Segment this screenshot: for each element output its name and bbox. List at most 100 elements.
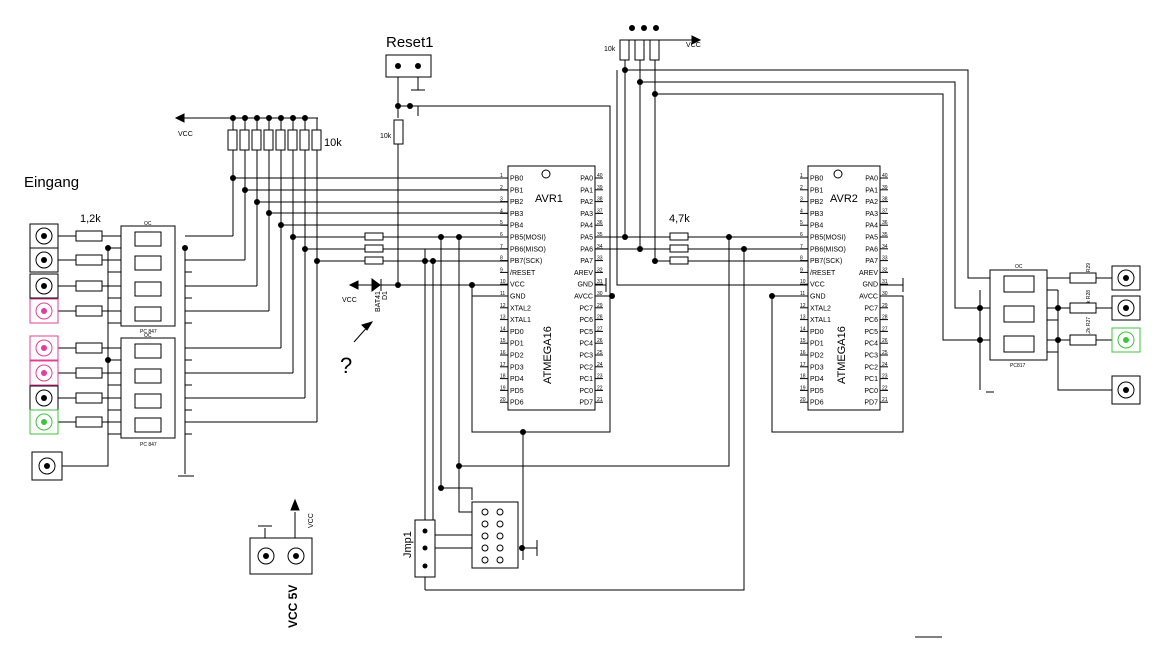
left-pin-label: PB4 [510, 223, 523, 230]
right-pin-label: PA4 [865, 223, 878, 230]
top-pullup-resistor-label: 10k [604, 46, 616, 53]
left-pin-number: 19 [800, 385, 806, 391]
left-pin-label: PB2 [510, 199, 523, 206]
left-pin-label: PB7(SCK) [510, 258, 542, 265]
right-pin-number: 30 [882, 291, 888, 297]
resistors [75, 39, 1097, 428]
avr1-body [507, 165, 596, 411]
gnd-terminal-right [1111, 375, 1141, 405]
right-pin-label: PA3 [580, 211, 593, 218]
right-pin-label: PC7 [864, 305, 878, 312]
diode-name-label: D1 [382, 291, 389, 300]
right-pin-number: 24 [597, 362, 603, 368]
right-pin-label: GND [577, 282, 593, 289]
right-pin-label: PA7 [865, 258, 878, 265]
left-pin-label: GND [510, 294, 526, 301]
vcc-left-label: VCC [178, 131, 193, 138]
left-pin-number: 17 [500, 362, 506, 368]
left-pin-number: 13 [800, 315, 806, 321]
right-pin-number: 24 [882, 362, 888, 368]
left-pin-label: PB5(MOSI) [510, 235, 546, 242]
left-pin-number: 20 [800, 397, 806, 403]
left-pin-label: /RESET [510, 270, 536, 277]
screw-terminal [29, 247, 59, 273]
left-pin-number: 15 [500, 338, 506, 344]
right-pin-label: PC0 [864, 388, 878, 395]
right-pin-label: PC6 [864, 317, 878, 324]
screw-terminal [29, 385, 59, 411]
right-pin-number: 32 [597, 267, 603, 273]
question-mark: ? [340, 353, 352, 378]
left-pin-number: 2 [800, 185, 803, 191]
screw-terminal [29, 273, 59, 299]
right-pin-label: PD7 [864, 400, 878, 407]
right-pin-number: 22 [597, 385, 603, 391]
right-pin-label: PA1 [580, 187, 593, 194]
left-pin-label: PB7(SCK) [810, 258, 842, 265]
left-pin-number: 7 [500, 244, 503, 250]
right-pin-number: 32 [882, 267, 888, 273]
spi-resistor-label: 4,7k [669, 213, 690, 225]
right-pin-label: PA2 [580, 199, 593, 206]
right-pin-number: 34 [597, 244, 603, 250]
right-pin-number: 36 [882, 220, 888, 226]
vcc-supply-label: VCC [308, 513, 315, 528]
right-pin-number: 40 [882, 173, 888, 179]
left-pin-number: 11 [800, 291, 805, 297]
right-pin-label: PA1 [865, 187, 878, 194]
right-pin-label: PD7 [579, 400, 593, 407]
right-pin-label: PC6 [579, 317, 593, 324]
right-pin-number: 35 [882, 232, 888, 238]
left-optocouplers: OC PC 847 OC PC 847 [120, 221, 176, 448]
junction-dots [105, 25, 1061, 551]
screw-terminal [29, 360, 59, 386]
jumper-label: Jmp1 [402, 531, 414, 558]
left-pin-label: PD3 [810, 364, 824, 371]
vcc-5v-label: VCC 5V [286, 585, 300, 628]
vcc-diode-label: VCC [342, 297, 357, 304]
right-pin-number: 36 [597, 220, 603, 226]
right-pin-number: 26 [597, 338, 603, 344]
right-pin-number: 31 [882, 279, 888, 285]
left-pin-label: PD0 [510, 329, 524, 336]
right-pin-label: PA4 [580, 223, 593, 230]
pullup-resistor-label: 10k [324, 137, 342, 149]
left-pin-number: 19 [500, 385, 506, 391]
left-pin-label: XTAL2 [810, 305, 831, 312]
left-pin-number: 4 [500, 208, 503, 214]
right-pin-number: 29 [882, 303, 888, 309]
left-pin-number: 2 [500, 185, 503, 191]
output-terminals [1111, 265, 1141, 353]
left-pin-number: 15 [800, 338, 806, 344]
right-pin-label: PC1 [579, 376, 593, 383]
right-pin-label: PA3 [865, 211, 878, 218]
right-pin-label: PC4 [579, 341, 593, 348]
left-pin-number: 14 [800, 326, 806, 332]
left-pin-label: PD1 [510, 341, 524, 348]
supply-terminal [249, 537, 313, 575]
avr1-name: AVR1 [535, 193, 563, 205]
opto-ref-top: OC [144, 221, 152, 227]
left-pin-label: PB6(MISO) [810, 246, 846, 253]
left-pin-number: 18 [800, 374, 806, 380]
screw-terminal [1111, 327, 1141, 353]
left-pin-label: XTAL2 [510, 305, 531, 312]
screw-terminal [29, 409, 59, 435]
right-pin-label: PA0 [580, 176, 593, 183]
right-pin-number: 27 [882, 326, 888, 332]
left-pin-label: PD4 [810, 376, 824, 383]
avr2-part: ATMEGA16 [836, 326, 848, 384]
right-pin-label: AVCC [574, 294, 593, 301]
left-pin-label: PB6(MISO) [510, 246, 546, 253]
right-pin-number: 25 [882, 350, 888, 356]
input-terminals [29, 223, 59, 435]
right-pin-label: PC7 [579, 305, 593, 312]
left-pin-label: PD1 [810, 341, 824, 348]
reset-switch[interactable] [385, 54, 432, 78]
right-pin-label: PA6 [865, 246, 878, 253]
right-pin-label: PC3 [864, 353, 878, 360]
jumper-block[interactable] [414, 519, 436, 578]
